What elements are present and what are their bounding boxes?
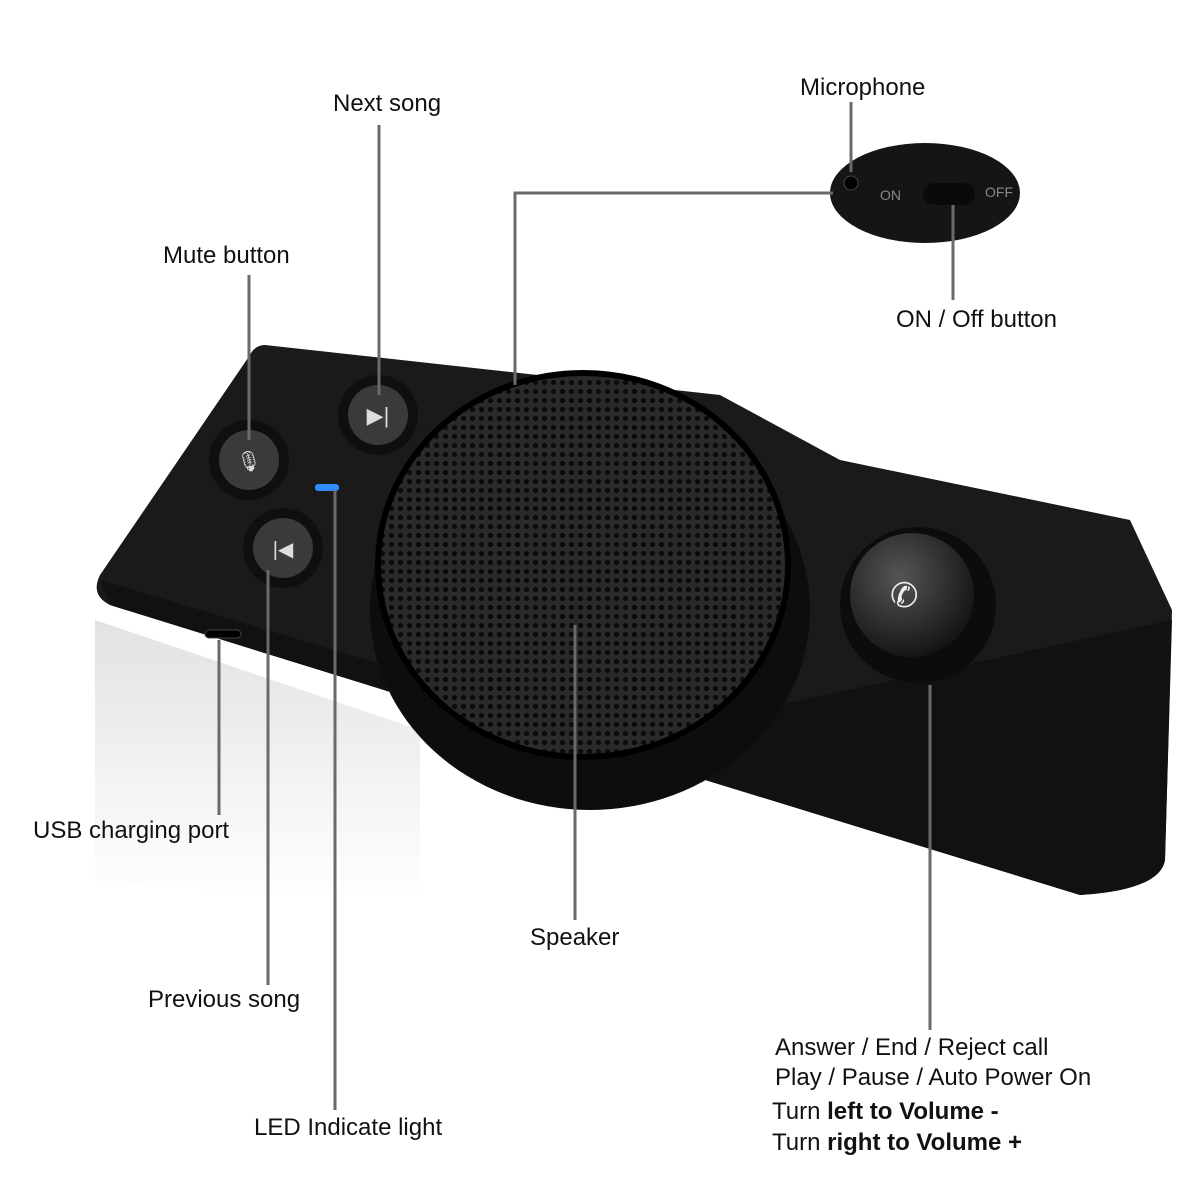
turn-text: Turn: [772, 1129, 828, 1156]
label-led: LED Indicate light: [254, 1114, 443, 1141]
leader-lines: [217, 102, 955, 1110]
label-previous-song: Previous song: [148, 986, 301, 1013]
led-light: [315, 484, 339, 491]
volume-up-text: right to Volume +: [827, 1129, 1023, 1156]
label-knob-line4: Turn right to Volume +: [772, 1129, 1022, 1157]
label-usb-port: USB charging port: [33, 817, 230, 844]
call-volume-knob[interactable]: ✆: [840, 527, 996, 683]
switch-on-text: ON: [880, 187, 901, 203]
usb-port: [204, 629, 242, 639]
label-microphone: Microphone: [800, 74, 926, 101]
label-knob-line2: Play / Pause / Auto Power On: [775, 1064, 1092, 1091]
label-next-song: Next song: [333, 90, 442, 117]
reflection: [95, 620, 420, 900]
next-song-button[interactable]: ▶|: [338, 375, 418, 455]
label-on-off-button: ON / Off button: [896, 306, 1057, 333]
phone-icon: ✆: [890, 577, 919, 615]
label-knob-line3: Turn left to Volume -: [772, 1098, 999, 1126]
power-switch[interactable]: [923, 183, 975, 205]
microphone-hole: [843, 175, 859, 191]
play-previous-icon: |◀: [273, 539, 294, 561]
mute-button[interactable]: 🎙: [209, 420, 289, 500]
volume-down-text: left to Volume -: [827, 1098, 999, 1125]
label-mute-button: Mute button: [163, 242, 290, 269]
switch-panel-line: [513, 191, 833, 385]
label-knob-line1: Answer / End / Reject call: [775, 1034, 1049, 1061]
switch-off-text: OFF: [985, 184, 1013, 200]
play-next-icon: ▶|: [367, 403, 390, 428]
turn-text: Turn: [772, 1098, 828, 1125]
previous-song-button[interactable]: |◀: [243, 508, 323, 588]
label-speaker: Speaker: [530, 924, 620, 951]
speaker-grille: [375, 370, 791, 760]
device-front-face: [100, 580, 1172, 895]
mic-mute-icon: 🎙: [236, 451, 261, 473]
switch-panel: ON OFF: [830, 143, 1020, 243]
